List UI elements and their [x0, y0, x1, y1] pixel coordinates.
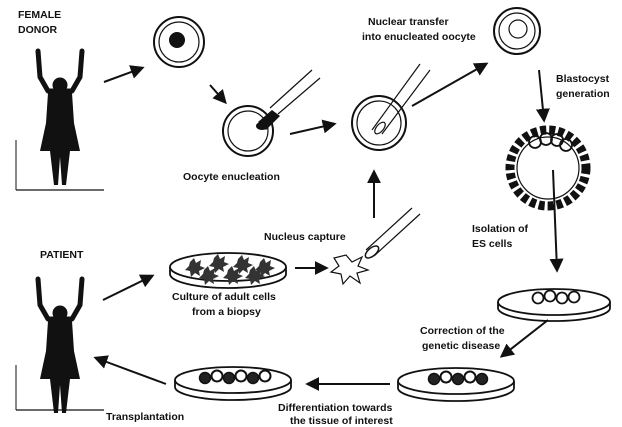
blastocyst-label-line1: Blastocyst: [556, 73, 610, 85]
arrow-donor-to-oocyte: [104, 68, 142, 82]
nuclear-transfer-label-line2: into enucleated oocyte: [362, 31, 476, 43]
es-cells-dish: [498, 289, 610, 321]
arrow-patient-to-culture: [103, 276, 152, 300]
nuclear-transfer-illustration: [352, 64, 430, 150]
arrow-oocyte-to-blastocyst: [539, 70, 544, 120]
donor-oocyte: [154, 17, 204, 67]
female-donor-figure: [38, 51, 82, 185]
nucleus-capture-illustration: [331, 208, 420, 284]
nuclear-transfer-label: Nuclear transfer into enucleated oocyte: [362, 16, 476, 43]
nuclear-transfer-label-line1: Nuclear transfer: [368, 16, 449, 28]
culture-adult-cells-label: Culture of adult cells from a biopsy: [172, 291, 276, 318]
arrow-differentiated-to-patient: [96, 358, 166, 384]
culture-adult-cells-label-line1: Culture of adult cells: [172, 291, 276, 303]
differentiated-cells-dish: [175, 367, 291, 400]
correction-label-line2: genetic disease: [422, 340, 500, 352]
differentiation-label-line2: the tissue of interest: [290, 415, 393, 427]
blastocyst-label: Blastocyst generation: [556, 73, 610, 100]
correction-genetic-disease-label: Correction of the genetic disease: [420, 325, 505, 352]
reconstructed-oocyte: [494, 8, 540, 54]
blastocyst-illustration: [510, 130, 586, 206]
oocyte-enucleation-illustration: [223, 70, 320, 156]
correction-label-line1: Correction of the: [420, 325, 505, 337]
differentiation-label-line1: Differentiation towards: [278, 402, 393, 414]
isolation-es-cells-label-line2: ES cells: [472, 238, 512, 250]
arrow-transfer-to-reconstructed-oocyte: [412, 64, 486, 106]
arrow-oocyte-to-enucleation: [210, 85, 225, 102]
arrow-es-dish-to-corrected-dish: [502, 320, 548, 356]
culture-adult-cells-label-line2: from a biopsy: [192, 306, 261, 318]
isolation-es-cells-label: Isolation of ES cells: [472, 223, 529, 250]
patient-figure: [38, 279, 82, 413]
female-donor-label-line1: FEMALE: [18, 9, 61, 21]
blastocyst-label-line2: generation: [556, 88, 610, 100]
patient-label: PATIENT: [40, 249, 84, 261]
female-donor-label-line2: DONOR: [18, 24, 58, 36]
differentiation-label: Differentiation towards the tissue of in…: [278, 402, 393, 427]
adult-cell-culture-dish: [170, 253, 286, 288]
nucleus-capture-label: Nucleus capture: [264, 231, 346, 243]
isolation-es-cells-label-line1: Isolation of: [472, 223, 529, 235]
transplantation-label: Transplantation: [106, 411, 184, 423]
corrected-cells-dish: [398, 368, 514, 401]
female-donor-label: FEMALE DONOR: [18, 9, 61, 36]
oocyte-enucleation-label: Oocyte enucleation: [183, 171, 280, 183]
arrow-enucleation-to-transfer: [290, 124, 334, 134]
